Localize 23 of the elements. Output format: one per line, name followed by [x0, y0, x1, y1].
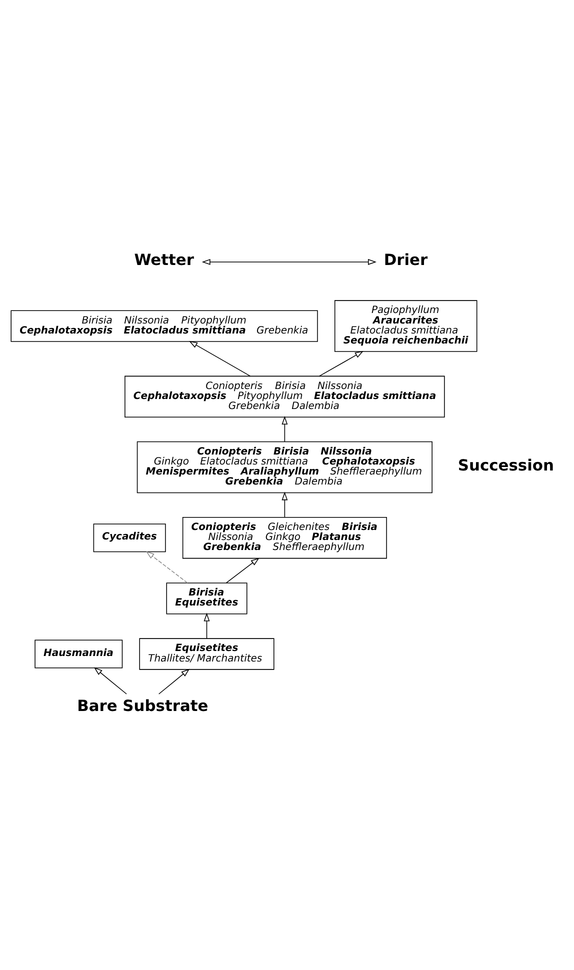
node-box: Birisia Nilssonia Pityophyllum Cephalotaxopsis Elatocladus smittiana Grebenkia: [10, 310, 318, 342]
node-text: Wetter: [134, 251, 194, 270]
node-box: Equisetites Thallites/ Marchantites: [139, 638, 274, 670]
node-box: Coniopteris Birisia Nilssonia Cephalotaxopsis Pityophyllum Elatocladus smittiana Grebenkia Dalembia: [124, 376, 445, 418]
node-box: Coniopteris Gleichenites Birisia Nilssonia Ginkgo Platanus Grebenkia Sheffleraephyllum: [182, 517, 387, 559]
arrow: [204, 612, 210, 639]
arrow: [146, 551, 188, 584]
node-box: Cycadites: [93, 524, 166, 552]
node-box: Hausmannia: [34, 640, 123, 668]
arrow: [282, 416, 288, 442]
node-box: Birisia Equisetites: [166, 582, 248, 614]
label: Succession: [458, 456, 554, 474]
node-box: Pagiophyllum Araucarites Elatocladus smittiana Sequoia reichenbachii: [334, 300, 478, 352]
arrow: [202, 259, 376, 265]
arrow: [282, 492, 288, 518]
node-text: Bare Substrate: [77, 697, 208, 716]
node-box: Coniopteris Birisia Nilssonia Ginkgo Elatocladus smittiana Cephalotaxopsis Menispermites Araliaphyllum Sheffleraephyllum Grebenkia Dalembia: [136, 441, 432, 494]
arrow: [188, 340, 251, 376]
arrow: [94, 667, 127, 694]
node-text: Drier: [384, 251, 428, 270]
arrow: [158, 668, 190, 694]
arrow: [226, 558, 260, 584]
arrow: [319, 350, 364, 376]
